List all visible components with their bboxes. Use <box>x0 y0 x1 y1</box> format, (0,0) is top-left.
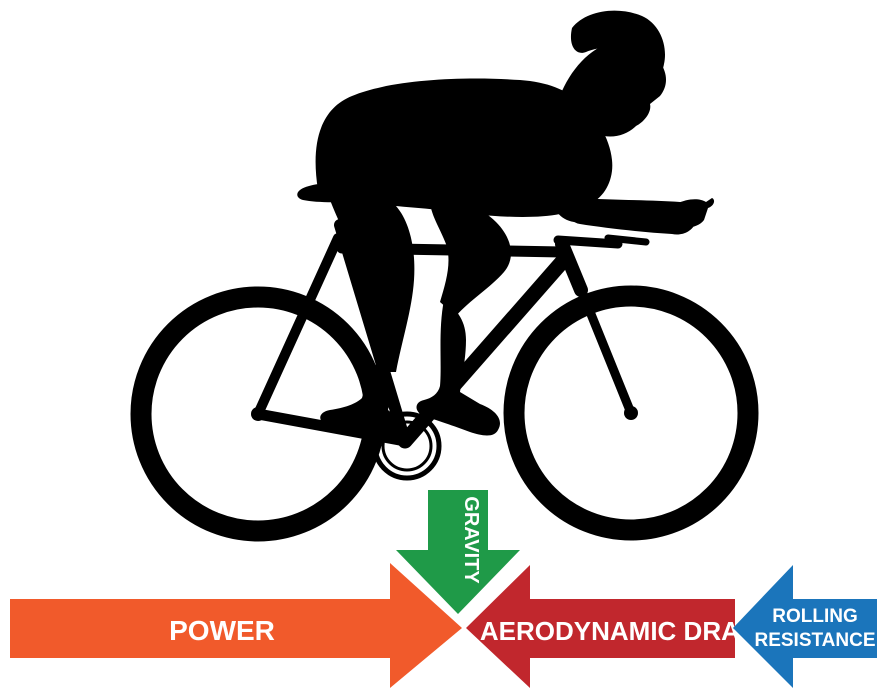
cyclist-silhouette-icon <box>141 11 748 531</box>
power-label: POWER <box>169 615 275 646</box>
aerodynamic-drag-arrow: AERODYNAMIC DRAG <box>466 565 760 688</box>
gravity-label: GRAVITY <box>460 496 482 584</box>
aerodynamic-drag-label: AERODYNAMIC DRAG <box>480 616 760 646</box>
rolling-label-line1: ROLLING <box>772 606 858 627</box>
rolling-resistance-arrow: ROLLING RESISTANCE <box>733 565 877 688</box>
rolling-label-line2: RESISTANCE <box>754 630 875 651</box>
power-arrow: POWER <box>10 563 462 688</box>
